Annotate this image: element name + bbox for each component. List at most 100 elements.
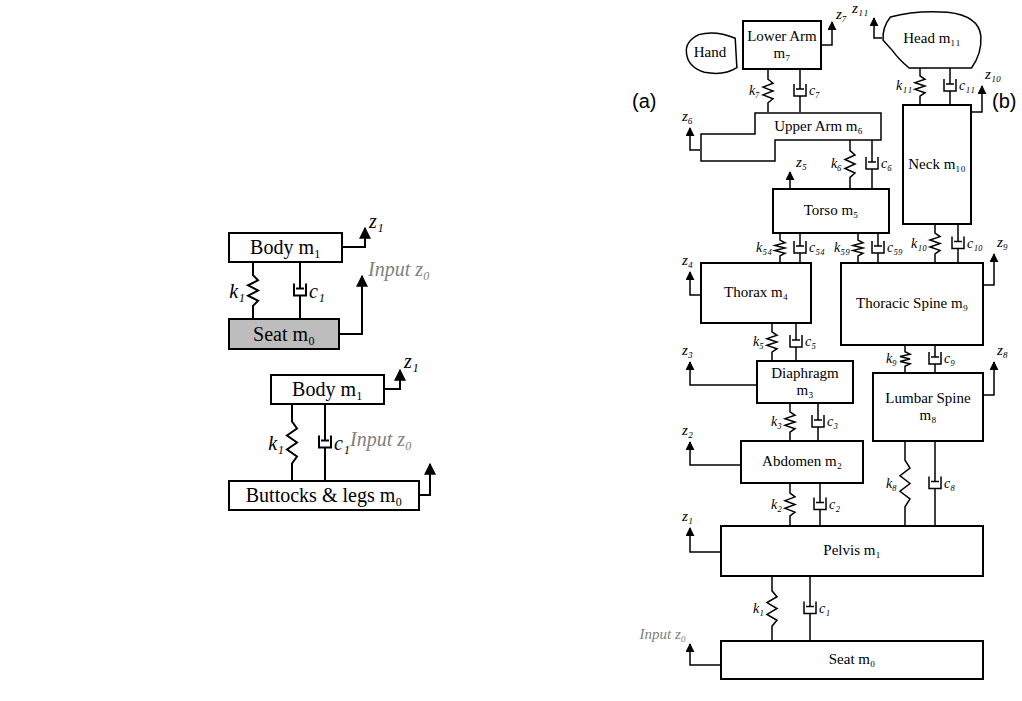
mass-name: Upper Arm m₆ xyxy=(771,118,866,135)
mass-name: Abdomen m₂ xyxy=(759,453,845,470)
lower-arm-mass: Lower Arm m₇ xyxy=(742,20,822,70)
upper-arm-mass: Upper Arm m₆ xyxy=(700,112,882,162)
damper-symbol xyxy=(790,324,802,360)
stiffness-label: k₁ xyxy=(268,432,284,454)
text-area: Head m₁₁ xyxy=(880,10,984,68)
panel-label: (a) xyxy=(632,90,656,112)
motion-arrow xyxy=(984,254,994,285)
damper-symbol xyxy=(794,70,806,112)
motion-arrow xyxy=(690,272,700,295)
spring-symbol xyxy=(248,263,258,318)
text-area: Body m₁ xyxy=(272,376,383,403)
input-label: Input z₀ xyxy=(350,428,412,450)
spring-symbol xyxy=(287,405,297,480)
damper-symbol xyxy=(812,404,824,440)
motion-arrow xyxy=(690,128,700,150)
displacement-label: z₅ xyxy=(796,154,807,171)
mass-name: Thoracic Spine m₉ xyxy=(853,295,971,312)
damping-label: c₁ xyxy=(309,280,325,302)
spring-symbol xyxy=(785,404,795,440)
damper-symbol xyxy=(294,263,306,318)
motion-arrow xyxy=(874,18,882,38)
damping-label: c₁₁ xyxy=(959,78,975,93)
damping-label: c₅ xyxy=(805,334,816,349)
mass-name: Body m₁ xyxy=(247,236,324,259)
mass-name: Lumbar Spine m₈ xyxy=(874,390,982,425)
text-area: Diaphragm m₃ xyxy=(758,362,852,402)
damping-label: c₈ xyxy=(944,476,955,491)
lumbar-spine-mass: Lumbar Spine m₈ xyxy=(872,372,984,442)
text-area: Pelvis m₁ xyxy=(722,527,982,575)
text-area: Thoracic Spine m₉ xyxy=(842,264,982,344)
damper-symbol xyxy=(866,140,878,188)
displacement-label: z₄ xyxy=(682,252,693,269)
displacement-label: z₈ xyxy=(997,342,1008,359)
displacement-label: z₁₀ xyxy=(985,66,1001,83)
body-mass: Body m₁ xyxy=(228,232,343,263)
neck-mass: Neck m₁₀ xyxy=(902,104,972,225)
stiffness-label: k₁ xyxy=(229,280,245,302)
mass-name: Thorax m₄ xyxy=(721,284,791,301)
text-area: Neck m₁₀ xyxy=(904,106,970,223)
damper-symbol xyxy=(794,234,806,262)
damping-label: c₃ xyxy=(827,414,838,429)
displacement-label: z₂ xyxy=(682,422,693,439)
spring-symbol xyxy=(930,225,940,262)
text-area: Torso m₅ xyxy=(774,190,888,232)
spring-symbol xyxy=(767,324,777,360)
input-label: Input z₀ xyxy=(640,626,686,643)
damping-label: c₇ xyxy=(809,83,820,98)
mass-name: Pelvis m₁ xyxy=(820,542,883,559)
seat-mass: Seat m₀ xyxy=(228,318,340,350)
text-area: Lower Arm m₇ xyxy=(744,22,820,68)
mass-name: Lower Arm m₇ xyxy=(744,28,820,63)
spring-symbol xyxy=(775,234,785,262)
motion-arrow xyxy=(385,370,400,389)
stiffness-label: k₇ xyxy=(749,83,760,98)
stiffness-label: k₉ xyxy=(886,351,897,366)
hand-outline xyxy=(686,33,737,73)
spring-symbol xyxy=(785,484,795,525)
text-area: Body m₁ xyxy=(230,234,341,261)
head-mass: Head m₁₁ xyxy=(880,10,984,68)
damper-symbol xyxy=(929,442,941,525)
spring-symbol xyxy=(763,70,773,112)
text-area: Hand xyxy=(682,30,738,76)
stiffness-label: k₅₄ xyxy=(756,240,772,255)
displacement-label: z₃ xyxy=(682,342,693,359)
stiffness-label: k₁₁ xyxy=(896,78,912,93)
stiffness-label: k₂ xyxy=(771,497,782,512)
input-arrow xyxy=(420,464,430,495)
text-area: Thorax m₄ xyxy=(702,264,810,322)
torso-mass: Torso m₅ xyxy=(772,188,890,234)
stiffness-label: k₅₉ xyxy=(834,240,850,255)
mass-name: Neck m₁₀ xyxy=(905,156,969,173)
damping-label: c₁ xyxy=(334,432,350,454)
mass-name: Head m₁₁ xyxy=(900,30,964,47)
buttocks-legs-mass: Buttocks & legs m₀ xyxy=(228,480,420,511)
mass-name: Seat m₀ xyxy=(250,323,318,346)
spring-symbol xyxy=(767,577,777,640)
damper-symbol xyxy=(804,577,816,640)
damper-symbol xyxy=(814,484,826,525)
hand-shape: Hand xyxy=(682,30,738,76)
mass-name: Body m₁ xyxy=(289,378,366,401)
motion-arrow xyxy=(690,528,720,552)
mass-name: Torso m₅ xyxy=(801,202,862,219)
displacement-label: z₁ xyxy=(404,350,419,372)
text-area: Upper Arm m₆ xyxy=(755,113,882,140)
displacement-label: z₆ xyxy=(682,108,693,125)
spring-symbol xyxy=(915,68,925,104)
damper-symbol xyxy=(319,405,331,480)
damper-symbol xyxy=(944,68,956,104)
text-area: Buttocks & legs m₀ xyxy=(230,482,418,509)
stiffness-label: k₆ xyxy=(831,156,842,171)
spring-symbol xyxy=(900,442,910,525)
motion-arrow xyxy=(789,172,791,188)
motion-arrow xyxy=(343,228,365,247)
input-arrow xyxy=(340,276,362,334)
damping-label: c₉ xyxy=(944,351,955,366)
